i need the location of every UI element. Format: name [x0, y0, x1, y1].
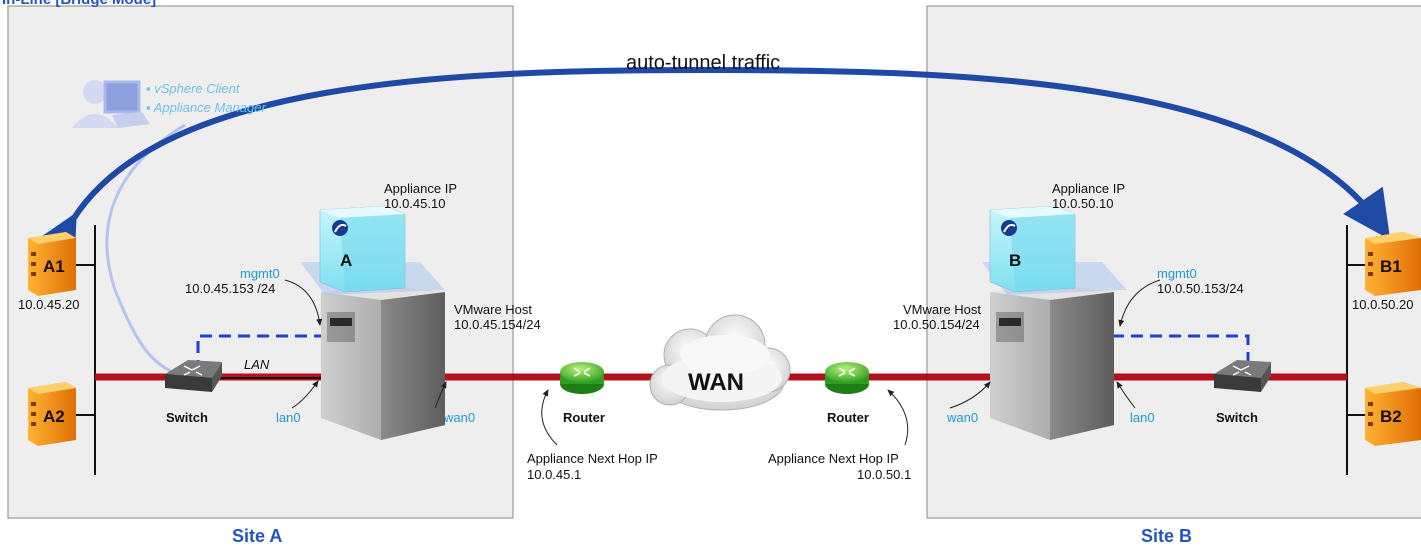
server-a2 — [28, 382, 76, 446]
client-cable — [105, 123, 186, 377]
switch-b — [1214, 360, 1271, 392]
next-hop-b-label: Appliance Next Hop IP — [768, 451, 899, 466]
host-a-ip: 10.0.45.154/24 — [454, 317, 541, 332]
site-b-title: Site B — [1141, 526, 1193, 546]
tunnel-label: auto-tunnel traffic — [626, 52, 781, 74]
server-b2-label: B2 — [1380, 407, 1402, 426]
lan0-b-label: lan0 — [1130, 410, 1155, 425]
server-b1-ip: 10.0.50.20 — [1352, 297, 1414, 312]
client-workstation-icon — [72, 80, 150, 128]
mgmt-link-b — [1093, 334, 1250, 370]
server-b1 — [1365, 232, 1421, 296]
router-b — [825, 362, 869, 394]
mgmt-b-ip: 10.0.50.153/24 — [1157, 281, 1244, 296]
site-a-title: Site A — [232, 526, 283, 546]
host-a-label: VMware Host — [454, 302, 533, 317]
switch-a-label: Switch — [166, 410, 208, 425]
wan0-b-label: wan0 — [947, 410, 979, 425]
appliance-a — [300, 205, 445, 295]
mgmt-a-label: mgmt0 — [240, 266, 280, 281]
router-b-label: Router — [827, 410, 869, 425]
lan0-a-label: lan0 — [276, 410, 301, 425]
tunnel-arrow — [32, 66, 1391, 266]
appliance-b-ip: 10.0.50.10 — [1052, 196, 1114, 211]
appliance-a-ip: 10.0.45.10 — [384, 196, 446, 211]
diagram-title: In-Line [Bridge Mode] — [2, 0, 156, 8]
appliance-b — [982, 205, 1127, 295]
client-item-vsphere: ▪ vSphere Client — [146, 81, 240, 96]
client-item-appliance-manager: ▪ Appliance Manager — [146, 100, 266, 115]
server-a1-label: A1 — [43, 257, 65, 276]
next-hop-a-label: Appliance Next Hop IP — [527, 451, 658, 466]
router-a-label: Router — [563, 410, 605, 425]
host-b-label: VMware Host — [903, 302, 982, 317]
appliance-b-letter: B — [1009, 251, 1021, 270]
switch-a — [165, 360, 222, 392]
server-a1-ip: 10.0.45.20 — [18, 297, 80, 312]
wan0-a-label: wan0 — [444, 410, 476, 425]
next-hop-a-ip: 10.0.45.1 — [527, 467, 582, 482]
host-b-ip: 10.0.50.154/24 — [893, 317, 980, 332]
server-a1 — [28, 232, 76, 296]
switch-b-label: Switch — [1216, 410, 1258, 425]
appliance-a-ip-label: Appliance IP — [384, 181, 457, 196]
server-b2 — [1365, 382, 1421, 446]
lan-label: LAN — [244, 357, 270, 372]
vmware-host-a — [321, 284, 445, 440]
site-a-box — [7, 5, 514, 519]
appliance-b-ip-label: Appliance IP — [1052, 181, 1125, 196]
mgmt-a-ip: 10.0.45.153 /24 — [185, 281, 276, 296]
mgmt-b-label: mgmt0 — [1157, 266, 1197, 281]
server-b1-label: B1 — [1380, 257, 1402, 276]
appliance-a-letter: A — [340, 251, 352, 270]
wan-label: WAN — [688, 369, 744, 396]
server-a2-label: A2 — [43, 407, 65, 426]
vmware-host-b — [990, 284, 1114, 440]
mgmt-link-a — [196, 334, 330, 372]
wan-cloud — [649, 314, 791, 411]
router-a — [560, 362, 604, 394]
next-hop-b-ip: 10.0.50.1 — [857, 467, 912, 482]
